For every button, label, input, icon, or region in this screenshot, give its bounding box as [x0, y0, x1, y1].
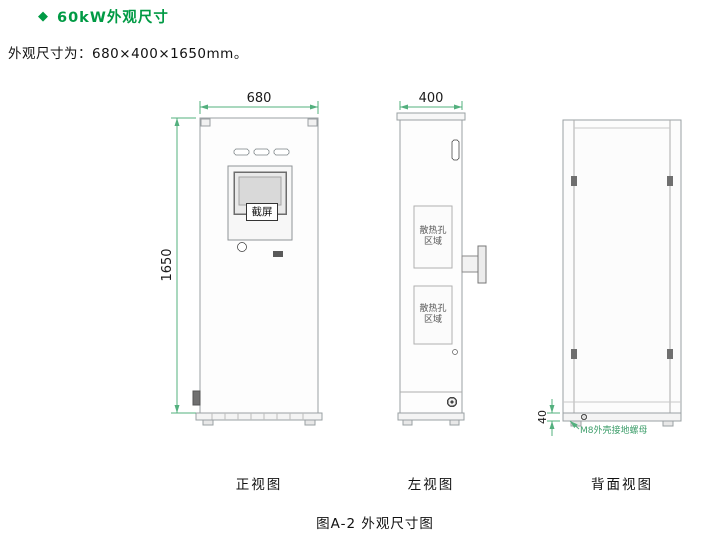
- left-view-drawing: [396, 112, 487, 426]
- dim-text-front-height: 1650: [160, 248, 175, 282]
- hinge: [571, 176, 577, 186]
- ground-nut-leader: [569, 420, 580, 430]
- back-view-label: 背面视图: [591, 477, 653, 493]
- back-foot-right: [662, 420, 674, 427]
- left-vent-area-bottom: [413, 285, 453, 345]
- left-foot-back: [449, 419, 460, 426]
- left-view-label: 左视图: [407, 477, 455, 493]
- front-base-plate: [195, 412, 323, 421]
- ground-nut: [580, 413, 588, 421]
- front-corner-tab-right: [307, 118, 318, 127]
- dim-text-front-width: 680: [246, 91, 272, 106]
- dimension-summary-text: 外观尺寸为：680×400×1650mm。: [8, 46, 248, 62]
- dim-text-base-height: 40: [536, 410, 549, 424]
- left-bolt-hole: [452, 349, 458, 355]
- left-side-pipe: [461, 255, 479, 273]
- dim-text-left-depth: 400: [418, 91, 444, 106]
- vent-slot: [233, 148, 250, 156]
- display-screen-inner: [238, 176, 282, 206]
- front-door-lock: [192, 390, 201, 406]
- front-button: [237, 242, 247, 252]
- front-view-label: 正视图: [235, 477, 283, 493]
- front-foot-left: [202, 419, 214, 426]
- front-corner-tab-left: [200, 118, 211, 127]
- left-door-handle: [451, 139, 460, 161]
- vent-slot: [273, 148, 290, 156]
- front-badge-mark: [273, 251, 283, 257]
- left-side-flange: [477, 245, 487, 284]
- hinge: [667, 176, 673, 186]
- section-heading: ◆ 60kW外观尺寸: [38, 6, 169, 27]
- screen-capture-label: 截屏: [246, 203, 278, 221]
- back-hinges: [571, 176, 673, 359]
- front-cabinet-outline: [199, 117, 319, 414]
- front-top-vents: [233, 148, 290, 156]
- vent-area-label-bottom: 散热孔区域: [419, 304, 447, 325]
- front-base-ticks: [211, 413, 304, 420]
- left-base-plate: [397, 412, 465, 421]
- left-vent-area-top: [413, 205, 453, 269]
- left-ground-hole-center: [450, 400, 454, 404]
- hinge: [571, 349, 577, 359]
- dimension-annotations: [171, 101, 580, 436]
- figure-caption: 图A-2 外观尺寸图: [316, 516, 434, 532]
- back-view-drawing: [562, 119, 682, 427]
- back-cabinet-outline: [562, 119, 682, 414]
- back-base-plate: [562, 412, 682, 422]
- left-top-cap: [396, 112, 466, 121]
- hinge: [667, 349, 673, 359]
- left-foot-front: [402, 419, 413, 426]
- vent-slot: [253, 148, 270, 156]
- section-title: 60kW外观尺寸: [57, 10, 169, 26]
- diamond-bullet-icon: ◆: [38, 8, 48, 24]
- front-view-drawing: [192, 117, 323, 426]
- front-foot-right: [304, 419, 316, 426]
- vent-area-label-top: 散热孔区域: [419, 226, 447, 247]
- ground-nut-label: M8外壳接地螺母: [580, 426, 648, 436]
